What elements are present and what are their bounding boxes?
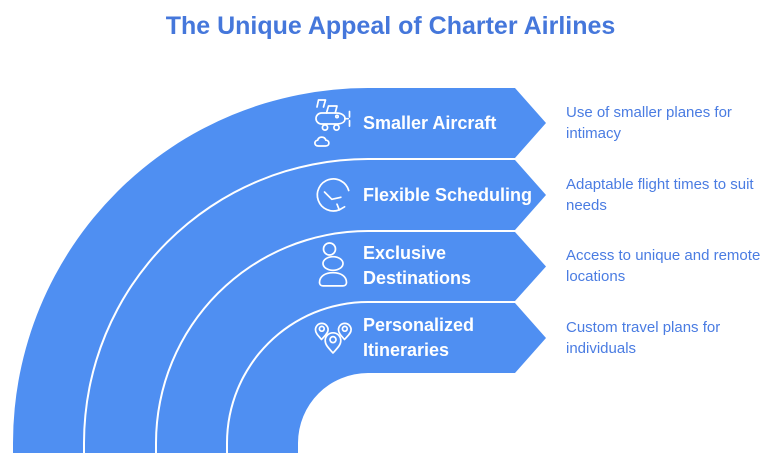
item-description-exclusive-destinations: Access to unique and remote locations	[566, 247, 761, 285]
band-arrow-personalized-itineraries	[228, 303, 546, 453]
small-aircraft-icon	[305, 88, 361, 158]
item-description-smaller-aircraft: Use of smaller planes for intimacy	[566, 104, 732, 142]
item-label-exclusive-destinations: Exclusive Destinations	[363, 243, 472, 288]
item-description-personalized-itineraries: Custom travel plans for individuals	[566, 319, 721, 357]
band-arrow-flexible-scheduling	[85, 160, 546, 453]
band-arrow-exclusive-destinations	[157, 232, 546, 453]
page-title: The Unique Appeal of Charter Airlines	[165, 12, 616, 40]
band-arrow-smaller-aircraft	[13, 88, 546, 453]
item-label-personalized-itineraries: Personalized Itineraries	[363, 315, 475, 360]
stacked-stones-icon	[305, 231, 361, 301]
item-description-flexible-scheduling: Adaptable flight times to suit needs	[566, 176, 754, 214]
item-label-flexible-scheduling: Flexible Scheduling	[363, 184, 533, 205]
item-label-smaller-aircraft: Smaller Aircraft	[363, 112, 497, 133]
map-pins-icon	[305, 303, 361, 373]
flexible-time-icon	[305, 160, 361, 230]
